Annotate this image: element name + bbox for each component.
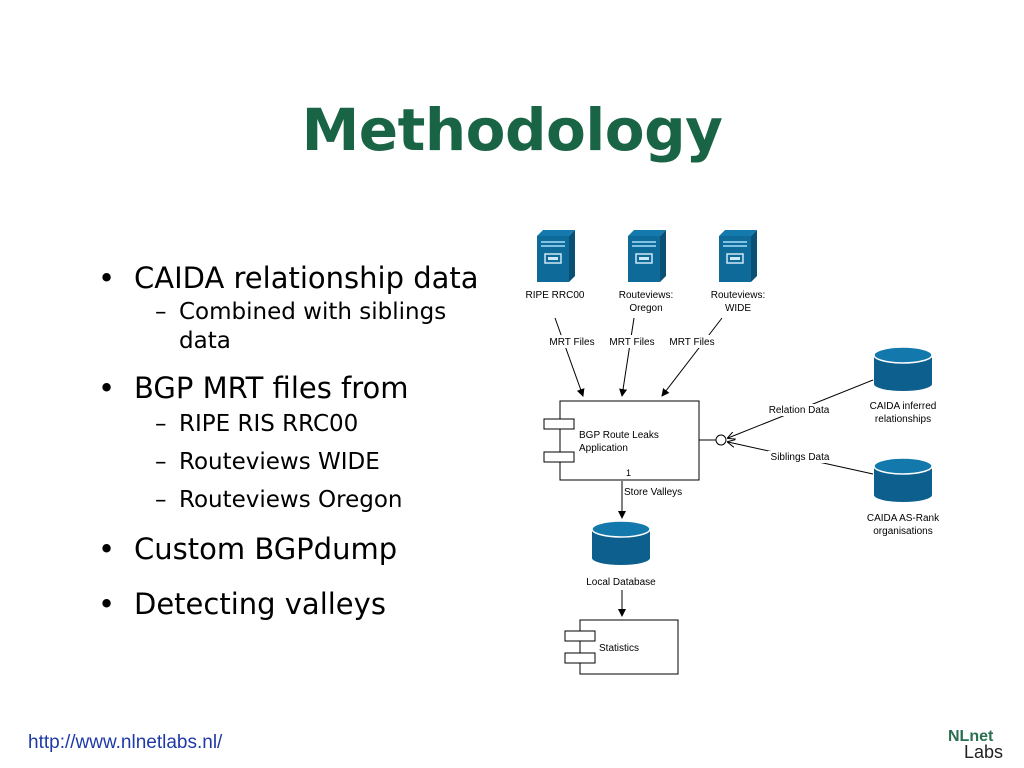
caida-asrank-label: CAIDA AS-Rank	[867, 513, 940, 524]
bullet-dot: •	[98, 587, 116, 621]
statistics-component	[564, 619, 679, 675]
sub-bullet-text: RIPE RIS RRC00	[179, 411, 359, 437]
server-label: Routeviews:	[619, 290, 673, 301]
multiplicity-label: 1	[626, 468, 631, 478]
bullet-item: • BGP MRT files from	[98, 368, 498, 408]
siblings-data-label: Siblings Data	[771, 452, 830, 463]
bullet-dot: •	[98, 261, 116, 295]
footer-url-link[interactable]: http://www.nlnetlabs.nl/	[28, 732, 223, 753]
caida-inferred-label: CAIDA inferred	[870, 401, 937, 412]
caida-asrank-label: organisations	[873, 526, 932, 537]
sub-bullet-item: – RIPE RIS RRC00	[155, 410, 498, 439]
server-label: RIPE RRC00	[526, 290, 585, 301]
sub-bullet-dash: –	[155, 487, 167, 513]
server-icon	[719, 230, 757, 282]
mrt-arrow	[661, 317, 723, 397]
server-label: Routeviews:	[711, 290, 765, 301]
bullet-dot: •	[98, 371, 116, 405]
database-icon	[873, 346, 933, 391]
server-icon	[537, 230, 575, 282]
interface-circle	[715, 434, 727, 446]
mrt-arrow	[554, 317, 585, 397]
bullet-text: Detecting valleys	[134, 587, 386, 621]
store-valleys-label: Store Valleys	[624, 487, 682, 498]
sub-bullet-text: Combined with siblings data	[179, 299, 447, 354]
application-label: BGP Route Leaks	[579, 430, 659, 441]
local-database-label: Local Database	[586, 577, 656, 588]
application-component	[543, 400, 700, 481]
bullet-text: Custom BGPdump	[134, 532, 398, 566]
sub-bullet-text: Routeviews WIDE	[179, 449, 380, 475]
logo-line1: NLnet	[948, 728, 994, 745]
bullet-item: • Custom BGPdump	[98, 529, 498, 569]
sub-bullet-dash: –	[155, 299, 167, 325]
slide-title: Methodology	[301, 96, 723, 164]
bullet-text: CAIDA relationship data	[134, 261, 479, 295]
sub-bullet-item: – Routeviews Oregon	[155, 486, 498, 515]
bullet-list: • CAIDA relationship data – Combined wit…	[98, 258, 498, 624]
bullet-text: BGP MRT files from	[134, 371, 409, 405]
sub-bullet-text: Routeviews Oregon	[179, 487, 403, 513]
sub-bullet-item: – Routeviews WIDE	[155, 448, 498, 477]
mrt-arrow	[619, 317, 635, 397]
bullet-item: • Detecting valleys	[98, 584, 498, 624]
sub-bullet-dash: –	[155, 449, 167, 475]
caida-inferred-label: relationships	[875, 414, 931, 425]
application-label: Application	[579, 443, 628, 454]
mrt-files-label: MRT Files	[609, 337, 654, 348]
mrt-files-label: MRT Files	[669, 337, 714, 348]
sub-bullet-dash: –	[155, 411, 167, 437]
bullet-item: • CAIDA relationship data	[98, 258, 498, 298]
bullet-dot: •	[98, 532, 116, 566]
logo-line2: Labs	[964, 742, 1004, 762]
sub-bullet-item: – Combined with siblings data	[155, 298, 498, 356]
server-label: WIDE	[725, 303, 751, 314]
server-icon	[628, 230, 666, 282]
mrt-files-label: MRT Files	[549, 337, 594, 348]
statistics-label: Statistics	[599, 643, 639, 654]
database-icon	[873, 457, 933, 502]
server-label: Oregon	[629, 303, 662, 314]
database-icon	[591, 520, 651, 565]
nlnet-labs-logo: NLnet Labs	[946, 728, 1012, 762]
relation-data-label: Relation Data	[769, 405, 830, 416]
